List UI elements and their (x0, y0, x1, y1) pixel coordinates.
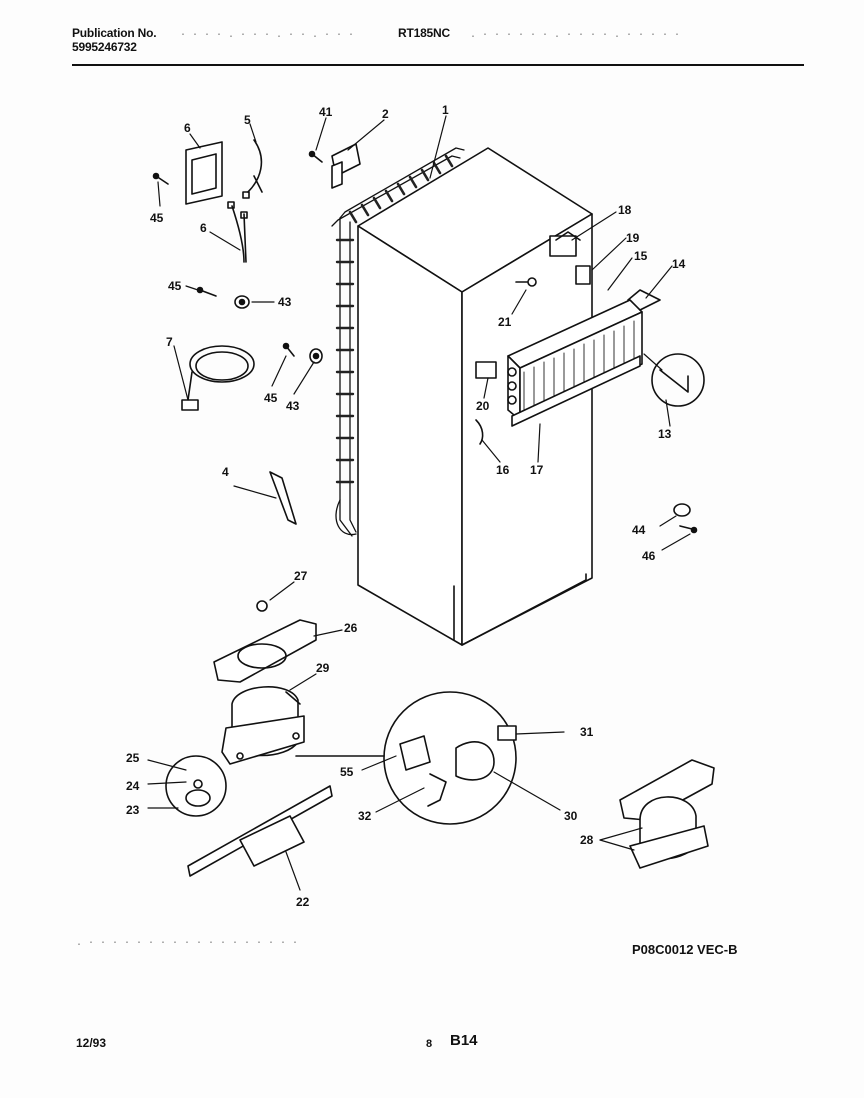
callout-23: 23 (126, 803, 140, 817)
callout-18: 18 (618, 203, 632, 217)
rail-22 (187, 785, 333, 877)
callout-45: 45 (168, 279, 182, 293)
grommet-43-a (234, 295, 250, 309)
callout-45: 45 (264, 391, 278, 405)
callout-28: 28 (580, 833, 594, 847)
scan-noise: . · · · · · · . · · · · . · · · · · (470, 30, 681, 41)
callout-43: 43 (286, 399, 300, 413)
figure-code: P08C0012 VEC-B (632, 942, 738, 957)
callout-43: 43 (278, 295, 292, 309)
header-rule (72, 64, 804, 66)
scan-noise: . · · · · · · · · · · · · · · · · · · (76, 938, 299, 949)
callout-2: 2 (382, 107, 389, 121)
screw-45-c (282, 342, 295, 357)
wire-5 (242, 139, 263, 199)
tube-16 (475, 419, 484, 445)
screw-41 (308, 150, 323, 163)
clip-20 (475, 361, 497, 379)
bracket-19 (575, 265, 591, 285)
callout-17: 17 (530, 463, 544, 477)
callout-14: 14 (672, 257, 686, 271)
drip-pan-26 (213, 619, 317, 683)
mount-23 (165, 755, 227, 817)
compressor-28 (619, 759, 715, 869)
callout-41: 41 (319, 105, 333, 119)
screw-46 (679, 525, 698, 534)
callout-21: 21 (498, 315, 512, 329)
callout-26: 26 (344, 621, 358, 635)
callout-6: 6 (184, 121, 191, 135)
grommet-27 (256, 600, 268, 612)
power-cord-7 (181, 345, 255, 411)
callout-4: 4 (222, 465, 229, 479)
evaporator (507, 289, 661, 427)
publication-label: Publication No. (72, 26, 157, 40)
grommet-43-b (309, 348, 323, 364)
callout-13: 13 (658, 427, 672, 441)
callout-labels: 1 2 41 5 6 45 6 45 43 7 45 43 4 27 26 29… (126, 103, 686, 909)
callout-7: 7 (166, 335, 173, 349)
callout-55: 55 (340, 765, 354, 779)
callout-20: 20 (476, 399, 490, 413)
model-number: RT185NC (398, 26, 450, 40)
publication-number: 5995246732 (72, 40, 137, 54)
callout-25: 25 (126, 751, 140, 765)
bracket-8 (185, 141, 223, 205)
screw-21 (515, 277, 537, 287)
callout-24: 24 (126, 779, 140, 793)
refrigerator-cabinet (357, 147, 593, 646)
callout-31: 31 (580, 725, 594, 739)
callout-19: 19 (626, 231, 640, 245)
compressor (221, 686, 305, 765)
bracket-2 (331, 143, 361, 189)
callout-46: 46 (642, 549, 656, 563)
callout-5: 5 (244, 113, 251, 127)
callout-29: 29 (316, 661, 330, 675)
tube-4 (269, 471, 297, 525)
condenser-coil (331, 147, 465, 537)
loop-13 (651, 353, 705, 407)
callout-1: 1 (442, 103, 449, 117)
screw-45-a (152, 172, 169, 185)
scan-noise: · · · · . · · · . · · . · · · (180, 30, 355, 41)
callout-44: 44 (632, 523, 646, 537)
grommet-44 (673, 503, 691, 517)
clip-18 (549, 231, 581, 257)
callout-6: 6 (200, 221, 207, 235)
electrical-inset (295, 691, 517, 825)
callout-16: 16 (496, 463, 510, 477)
revision-date: 12/93 (76, 1036, 107, 1050)
callout-27: 27 (294, 569, 308, 583)
callout-30: 30 (564, 809, 578, 823)
callout-32: 32 (358, 809, 372, 823)
callout-15: 15 (634, 249, 648, 263)
page-number: 8 (426, 1038, 433, 1050)
harness-6 (227, 201, 248, 263)
callout-22: 22 (296, 895, 310, 909)
callout-45: 45 (150, 211, 164, 225)
screw-45-b (196, 286, 217, 297)
sheet-code: B14 (450, 1032, 478, 1049)
